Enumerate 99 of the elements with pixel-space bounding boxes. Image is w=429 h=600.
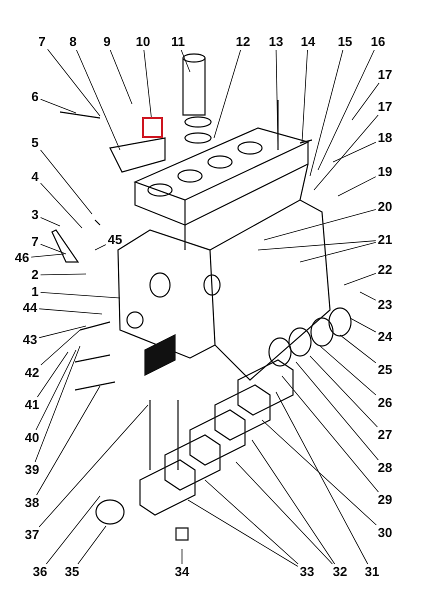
leader-line [47,48,100,116]
leader-line [38,326,86,338]
callout-number: 9 [102,35,112,49]
callout-number: 4 [30,170,40,184]
callout-number: 30 [376,526,394,540]
callout-number: 24 [376,330,394,344]
callout-number: 13 [268,35,284,49]
leader-line [204,480,298,564]
callout-number: 42 [24,366,40,380]
leader-line [338,176,376,196]
leader-line [350,318,376,332]
callout-number: 10 [134,35,152,49]
leader-line [296,362,379,460]
leader-line [332,142,376,162]
callout-number: 8 [68,35,78,49]
callout-number: 35 [64,565,80,579]
callout-number: 15 [336,35,354,49]
callout-number: 7 [37,35,47,49]
callout-number: 41 [24,398,40,412]
callout-number: 12 [234,35,252,49]
leader-line [180,50,190,72]
leader-line [40,244,66,254]
leader-line [34,346,80,462]
callout-number: 34 [174,565,190,579]
highlight-frame [142,117,163,138]
callout-number: 29 [376,493,394,507]
leader-line [252,440,336,564]
leader-line [340,334,376,364]
leader-line [314,114,379,190]
leader-line [144,50,152,118]
callout-number: 44 [22,301,38,315]
leader-line [302,50,308,144]
callout-number: 32 [332,565,348,579]
leader-line [40,274,86,276]
callout-number: 22 [376,263,394,277]
leader-line [214,50,241,138]
callout-number: 45 [106,233,124,247]
leader-line [310,50,344,176]
leader-line [344,273,376,286]
leader-line [40,292,120,298]
callout-number: 36 [32,565,48,579]
leader-line [188,500,298,567]
callout-number: 21 [376,233,394,247]
leader-line [76,50,120,150]
leader-line [352,82,380,120]
callout-number: 46 [14,251,30,265]
leader-line [318,50,375,170]
leader-line [78,526,106,564]
callout-number: 33 [298,565,316,579]
callout-number: 1 [30,285,40,299]
leader-line [30,254,64,258]
leader-line [264,209,376,240]
callout-number: 20 [376,200,394,214]
callout-number: 16 [370,35,386,49]
callout-number: 37 [24,528,40,542]
leader-line [282,376,379,492]
callout-number: 19 [376,165,394,179]
leader-line [40,98,76,114]
callout-number: 26 [376,396,394,410]
leader-line [40,182,82,228]
leader-line [236,462,333,564]
callout-number: 25 [376,363,394,377]
callout-number: 5 [30,136,40,150]
callout-number: 18 [376,131,394,145]
callout-number: 14 [300,35,316,49]
leader-line [37,352,68,398]
leader-line [276,50,278,150]
callout-number: 39 [24,463,40,477]
leader-line [360,292,376,301]
leader-line [276,392,368,564]
leader-line [94,244,106,250]
callout-number: 6 [30,90,40,104]
leader-line [258,240,376,250]
callout-number: 3 [30,208,40,222]
leader-line [40,217,60,226]
callout-number: 7 [30,235,40,249]
callout-number: 40 [24,431,40,445]
leader-line [38,308,102,314]
callout-number: 38 [24,496,40,510]
callout-number: 27 [376,428,394,442]
leader-line [40,330,80,366]
callout-number: 11 [170,35,186,49]
leader-line [38,404,148,528]
leader-line [310,356,378,428]
callout-number: 28 [376,461,394,475]
callout-number: 17 [376,68,394,82]
leader-line [262,420,377,526]
leader-line [36,350,76,430]
leader-line [40,150,92,214]
leader-line [300,242,376,262]
callout-number: 2 [30,268,40,282]
callout-number: 43 [22,333,38,347]
leader-line [320,346,376,396]
callout-number: 17 [376,100,394,114]
leader-line [110,50,132,104]
leader-line [36,386,100,496]
callout-number: 23 [376,298,394,312]
callout-number: 31 [364,565,380,579]
leader-line [46,496,100,564]
